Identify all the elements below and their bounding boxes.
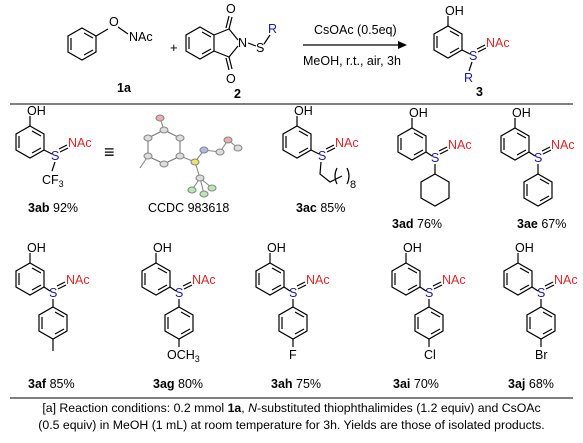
footnote-line1-rest: -substituted thiophthalimides (1.2 equiv… [256,401,541,415]
reactant2-sulfur: S [256,41,264,55]
reactant1-nhac-label: NAc [129,30,153,44]
compound-3aj-sulfur: S [537,286,545,300]
compound-3aj-nac: NAc [554,273,578,287]
reactant2-r-group: R [268,22,277,36]
compound-3ad-sulfur: S [431,151,439,165]
compound-3ag-oh: OH [153,241,172,255]
compound-3ai: OH S NAc Cl 3ai 70% [391,241,466,391]
footnote-prefix: [a] Reaction conditions: 0.2 mmol [42,401,228,415]
equivalence-symbol: ≡ [104,142,115,162]
compound-3aj-bromine: Br [535,348,548,362]
reaction-arrow: CsOAc (0.5eq) MeOH, r.t., air, 3h [303,23,407,68]
product3-sulfur: S [469,49,477,63]
compound-3ad-nac: NAc [448,138,472,152]
compound-3af-nac: NAc [66,273,90,287]
footnote-line-1: [a] Reaction conditions: 0.2 mmol 1a, N-… [0,400,583,417]
compound-3aj: OH S NAc Br 3aj 68% [503,241,578,391]
compound-3ab-oh: OH [27,104,46,118]
compound-3ac: OH S NAc 8 3ac 85% [282,104,359,215]
compound-3ab: OH S NAc CF3 3ab 92% [15,104,92,215]
reactant-2: O O N S R 2 [185,2,277,101]
footnote: [a] Reaction conditions: 0.2 mmol 1a, N-… [0,400,583,443]
footnote-n-italic: N [248,401,257,415]
compound-3ac-chain-count: 8 [350,179,356,191]
compound-3ai-caption: 3ai 70% [393,377,439,391]
footnote-compound-ref: 1a [227,401,242,415]
product3-id-label: 3 [476,85,483,99]
reactant2-oxygen-top: O [226,2,236,16]
compound-3ac-caption: 3ac 85% [296,201,345,215]
compound-3ac-nac: NAc [335,136,359,150]
compound-3ae: OH S NAc 3ae 67% [500,106,575,231]
compound-3ab-cf3: CF3 [42,173,64,189]
compound-3ad: OH S NAc 3ad 76% [392,106,472,231]
compound-3ag-caption: 3ag 80% [153,377,203,391]
compound-3ac-oh: OH [294,104,313,118]
compound-3ab-nac: NAc [68,136,92,150]
compound-3aj-caption: 3aj 68% [508,377,554,391]
compound-3af-sulfur: S [49,286,57,300]
reactant1-oxygen: O [109,15,119,29]
footnote-separator: , [241,401,249,415]
compound-3ag-nac: NAc [192,273,216,287]
compound-3ah-oh: OH [267,241,286,255]
reactant2-id-label: 2 [234,87,241,101]
compound-3ah-sulfur: S [289,286,297,300]
compound-3af-caption: 3af 85% [28,377,75,391]
reactant1-id-label: 1a [117,81,132,95]
compound-3ah-fluorine: F [289,348,297,362]
compound-3ai-nac: NAc [442,273,466,287]
compound-3ad-caption: 3ad 76% [392,217,442,231]
product3-oh: OH [445,4,464,18]
reactant-1a: O NAc 1a [67,15,153,95]
reactant2-oxygen-bottom: O [226,72,236,86]
compound-3aj-oh: OH [515,241,534,255]
crystal-structure-caption: CCDC 983618 [148,201,229,215]
compound-3ai-sulfur: S [425,286,433,300]
compound-3ag-sulfur: S [175,286,183,300]
compound-3ac-sulfur: S [318,149,326,163]
compound-3ah-nac: NAc [306,273,330,287]
compound-3ae-caption: 3ae 67% [517,217,566,231]
footnote-line-2: (0.5 equiv) in MeOH (1 mL) at room tempe… [38,418,545,432]
product-3: OH S NAc R 3 [433,4,510,99]
compound-3ab-sulfur: S [51,149,59,163]
compound-3ag: OH S NAc OCH3 3ag 80% [141,241,216,391]
compound-3ae-sulfur: S [534,151,542,165]
compound-3ab-caption: 3ab 92% [28,201,78,215]
compound-3af: OH S NAc 3af 85% [15,241,90,391]
compound-3af-oh: OH [27,241,46,255]
crystal-structure-image [139,114,243,198]
compound-3ad-oh: OH [409,106,428,120]
product3-r-group: R [464,71,473,85]
reaction-condition-top: CsOAc (0.5eq) [314,23,397,37]
compound-3ai-oh: OH [403,241,422,255]
reactant2-nitrogen: N [238,36,247,50]
compound-3ag-och3: OCH3 [167,348,200,364]
compound-3ae-nac: NAc [551,138,575,152]
compound-3ae-oh: OH [512,106,531,120]
reaction-condition-bottom: MeOH, r.t., air, 3h [303,54,401,68]
compound-3ai-chlorine: Cl [424,348,436,362]
product3-nac: NAc [486,36,510,50]
compound-3ah-caption: 3ah 75% [271,377,321,391]
compound-3ah: OH S NAc F 3ah 75% [255,241,330,391]
plus-sign: + [170,40,178,55]
